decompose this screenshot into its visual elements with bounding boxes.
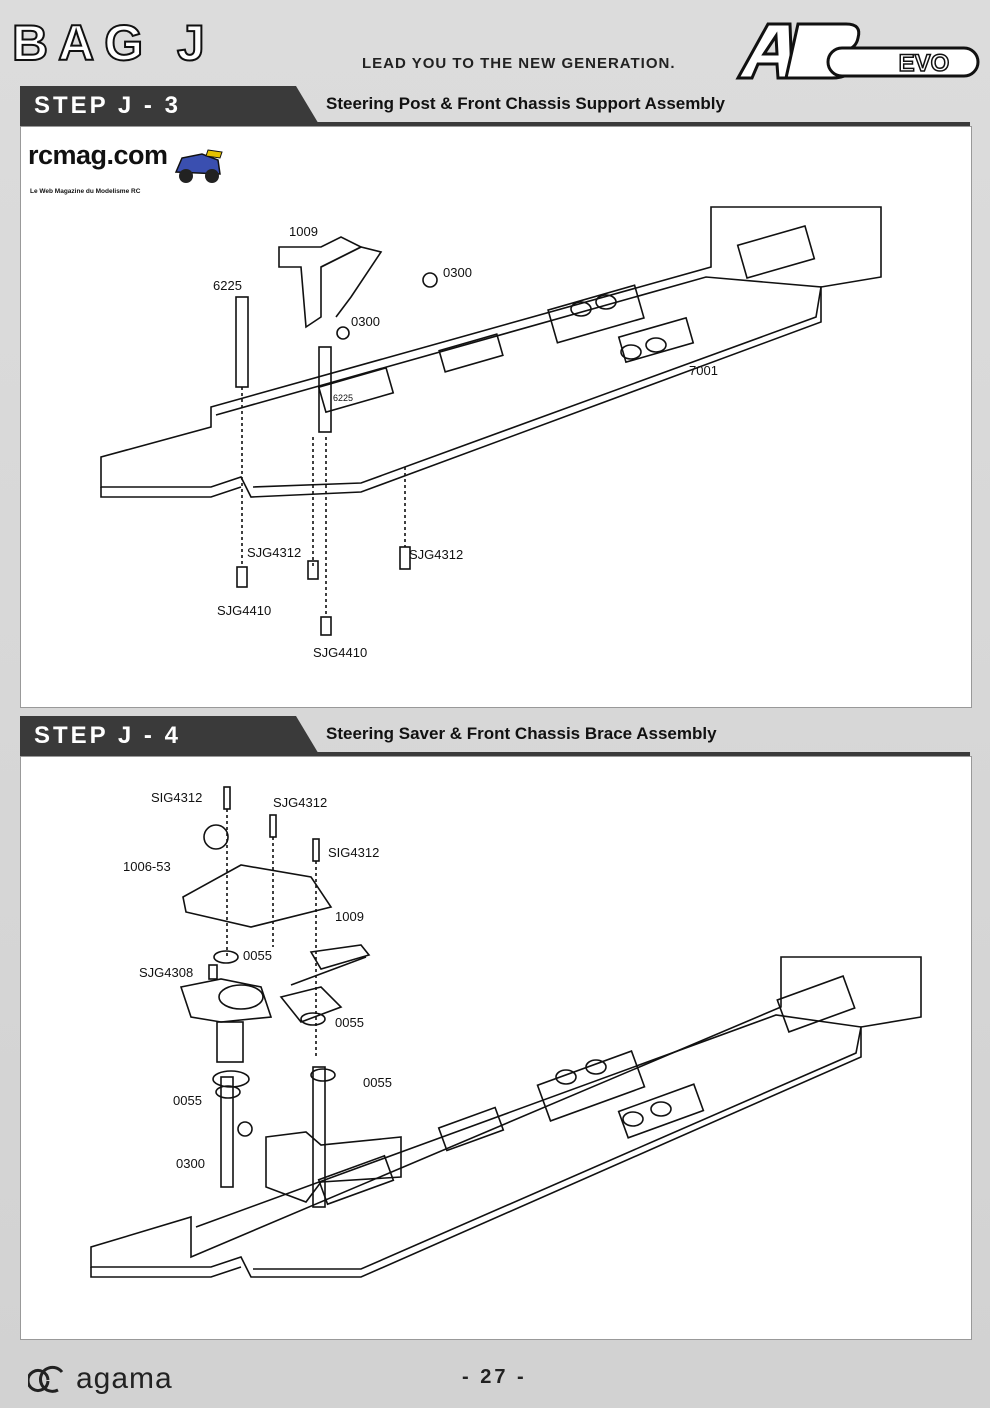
rcmag-watermark: rcmag.com Le Web Magazine du Modelisme R… xyxy=(26,140,224,202)
part-sjg4308: SJG4308 xyxy=(139,965,194,980)
rcmag-site: rcmag.com xyxy=(28,140,168,170)
step-tab xyxy=(20,716,320,756)
part-sjg4410: SJG4410 xyxy=(217,603,272,618)
agama-logo: agama xyxy=(28,1360,228,1400)
agama-brand: agama xyxy=(76,1362,173,1395)
page-number: - 27 - xyxy=(462,1366,527,1388)
bag-title: BAG J xyxy=(11,15,215,71)
part-0300: 0300 xyxy=(176,1156,205,1171)
step-j3-label: STEP J - 3 xyxy=(34,92,181,119)
part-0055: 0055 xyxy=(335,1015,364,1030)
step-j4-diagram: SIG4312 SJG4312 SIG4312 1006-53 1009 005… xyxy=(20,756,972,1340)
step-j4-heading: Steering Saver & Front Chassis Brace Ass… xyxy=(326,724,717,743)
part-0055: 0055 xyxy=(173,1093,202,1108)
part-0300: 0300 xyxy=(443,265,472,280)
step-j4-label: STEP J - 4 xyxy=(34,722,181,749)
agama-icon xyxy=(28,1365,64,1393)
part-sjg4312: SJG4312 xyxy=(247,545,302,560)
chassis-diagram-j3 xyxy=(100,206,882,636)
part-sjg4410: SJG4410 xyxy=(313,645,368,660)
step-j3-bar: STEP J - 3 Steering Post & Front Chassis… xyxy=(20,86,970,126)
part-sjg4312: SJG4312 xyxy=(409,547,464,562)
part-1006-53: 1006-53 xyxy=(123,859,171,874)
part-1009: 1009 xyxy=(335,909,364,924)
rc-car-icon xyxy=(174,149,223,183)
step-tab xyxy=(20,86,320,126)
part-0300: 0300 xyxy=(351,314,380,329)
tagline: LEAD YOU TO THE NEW GENERATION. xyxy=(362,55,676,72)
rcmag-subtitle: Le Web Magazine du Modelisme RC xyxy=(30,188,141,195)
part-sjg4312: SJG4312 xyxy=(273,795,328,810)
part-sig4312: SIG4312 xyxy=(151,790,203,805)
part-7001: 7001 xyxy=(689,363,718,378)
evo-text: EVO xyxy=(899,50,950,77)
step-j3-heading: Steering Post & Front Chassis Support As… xyxy=(326,94,725,113)
chassis-diagram-j4 xyxy=(90,786,922,1278)
part-0055: 0055 xyxy=(363,1075,392,1090)
a8-evo-logo: EVO xyxy=(728,18,980,80)
part-0055: 0055 xyxy=(243,948,272,963)
step-j3-diagram: 1009 0300 6225 0300 6225 7001 SJG4312 SJ… xyxy=(20,126,972,708)
part-6225: 6225 xyxy=(333,393,354,403)
part-sig4312: SIG4312 xyxy=(328,845,380,860)
step-j4-bar: STEP J - 4 Steering Saver & Front Chassi… xyxy=(20,716,970,756)
part-6225: 6225 xyxy=(213,278,242,293)
part-1009: 1009 xyxy=(289,224,318,239)
